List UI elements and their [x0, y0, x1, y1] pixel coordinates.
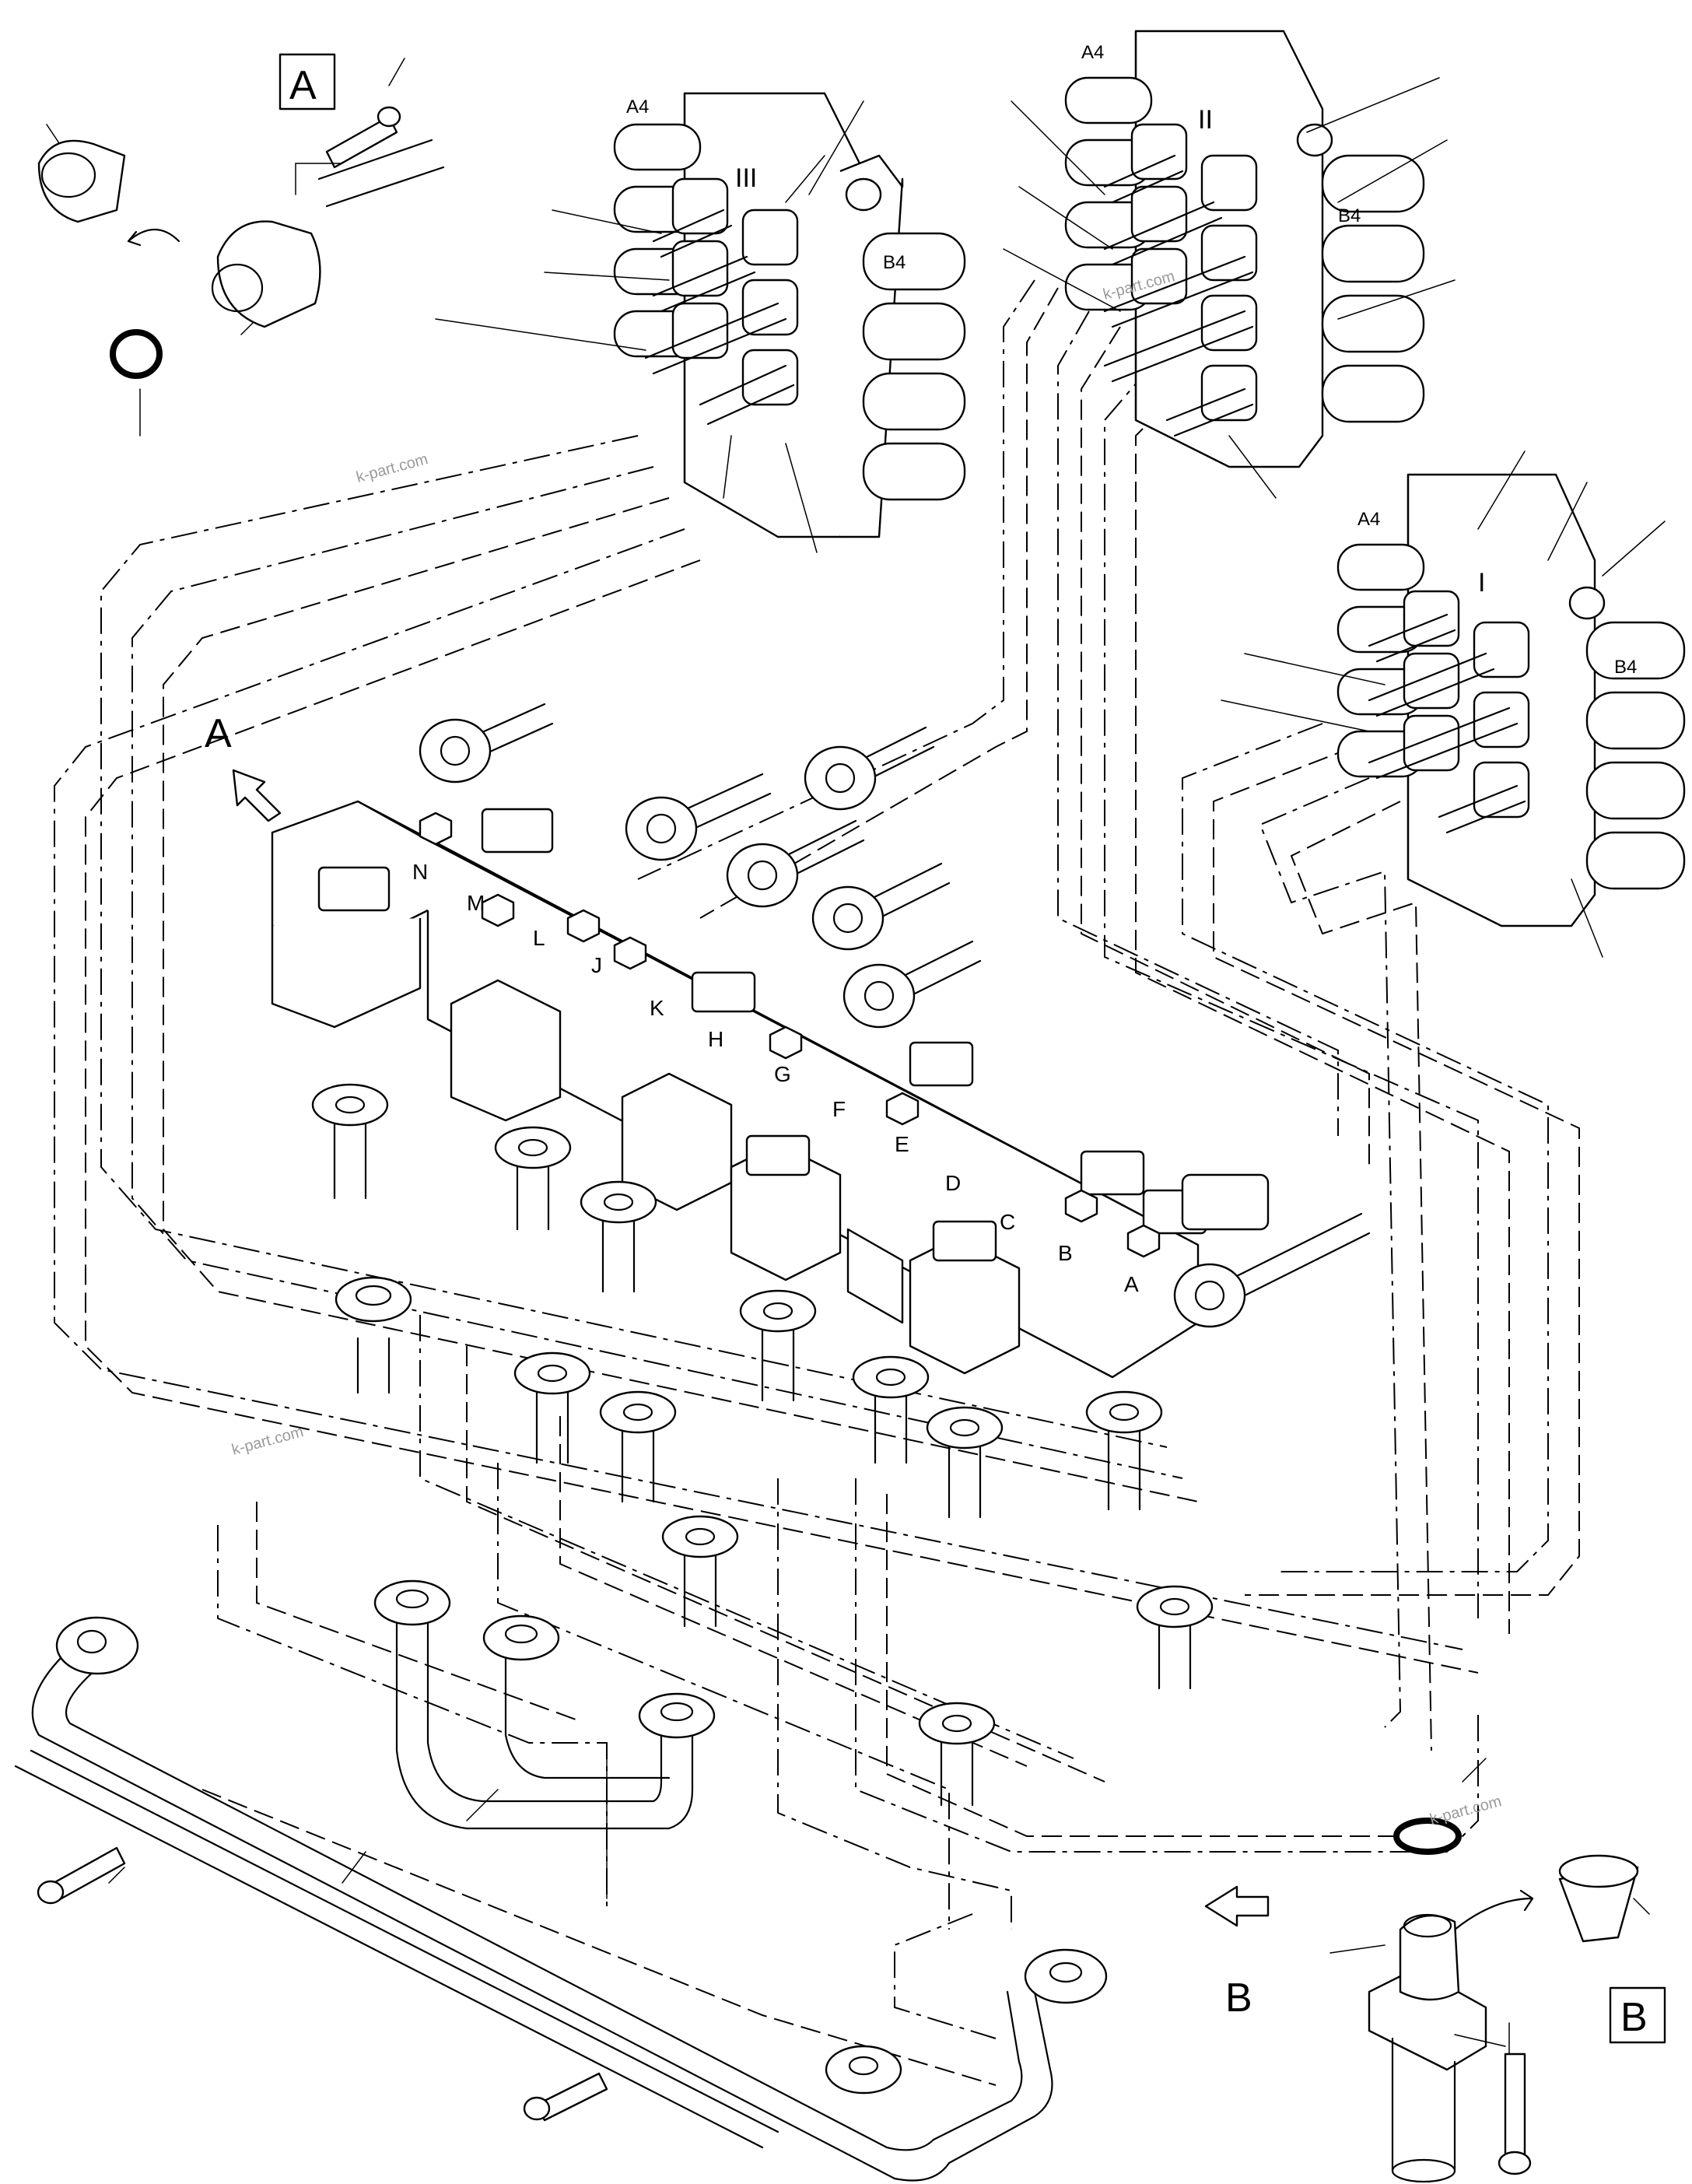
detail-a-label: A	[289, 63, 317, 108]
valve-bank-ii: A4 II B4	[1064, 30, 1425, 468]
valve-bank-stub-pipes	[644, 154, 1526, 834]
manifold-port-b-label: B	[1058, 1241, 1073, 1265]
valve-bank-i-roman-label: I	[1478, 568, 1485, 598]
valve-bank-iii-port-b-label: B4	[883, 252, 906, 273]
valve-bank-ii-port-b-label: B4	[1338, 205, 1361, 226]
valve-bank-iii-roman-label: III	[735, 163, 757, 193]
view-a-arrow: A	[205, 711, 282, 822]
manifold-port-e-label: E	[895, 1132, 909, 1156]
manifold-hex-plugs	[419, 812, 1161, 1258]
view-b-arrow: B	[1204, 1885, 1270, 2021]
manifold-port-g-label: G	[774, 1062, 791, 1086]
detail-b: B	[1368, 1818, 1666, 2183]
valve-bank-iii-port-a-label: A4	[626, 96, 649, 117]
manifold-block	[271, 800, 1270, 1379]
manifold-cartridges	[317, 808, 1270, 1262]
manifold-port-m-label: M	[467, 891, 485, 915]
watermark-3: k-part.com	[230, 1423, 306, 1459]
watermark-4: k-part.com	[1428, 1793, 1504, 1828]
lower-flange-fittings	[311, 1083, 1214, 1807]
lower-left-long-pipe	[14, 1616, 1108, 2182]
valve-bank-ii-b-spools	[1321, 154, 1425, 423]
leader-lines	[46, 58, 1666, 2140]
manifold-port-j-label: J	[591, 953, 602, 977]
detail-a-label-box	[278, 53, 336, 110]
valve-bank-iii: A4 III B4	[613, 92, 966, 538]
valve-bank-i-flanges	[1403, 590, 1530, 819]
manifold-port-c-label: C	[1000, 1210, 1015, 1234]
manifold-port-labels: N M L J K H G F E D C B A	[412, 860, 1139, 1296]
valve-bank-i: A4 I B4	[1336, 473, 1686, 927]
upper-flange-fittings	[419, 703, 1371, 1328]
manifold-port-l-label: L	[533, 926, 545, 950]
manifold-port-a-label: A	[1124, 1272, 1139, 1296]
manifold-port-f-label: F	[832, 1097, 846, 1121]
detail-b-label: B	[1620, 1995, 1648, 2040]
manifold-port-n-label: N	[412, 860, 428, 884]
valve-bank-ii-flanges	[1130, 123, 1258, 422]
manifold-port-h-label: H	[708, 1027, 723, 1051]
valve-bank-iii-b-spools	[862, 232, 966, 501]
valve-bank-ii-port-a-label: A4	[1081, 42, 1104, 63]
detail-b-label-box	[1609, 1986, 1666, 2044]
hydraulic-line-routing	[54, 279, 1580, 2086]
view-b-arrow-label: B	[1225, 1975, 1252, 2021]
valve-bank-i-b-spools	[1585, 621, 1686, 890]
valve-bank-ii-roman-label: II	[1198, 105, 1213, 135]
valve-bank-i-port-b-label: B4	[1614, 657, 1637, 678]
valve-bank-i-port-a-label: A4	[1357, 509, 1380, 530]
loop-pipes	[373, 1579, 716, 1830]
manifold-port-d-label: D	[945, 1171, 961, 1195]
watermark-1: k-part.com	[355, 450, 430, 486]
view-a-arrow-label: A	[205, 711, 232, 756]
valve-bank-i-a-spools	[1336, 543, 1425, 778]
detail-a: A	[37, 53, 445, 379]
valve-bank-iii-flanges	[671, 177, 799, 406]
manifold-port-k-label: K	[650, 996, 664, 1020]
